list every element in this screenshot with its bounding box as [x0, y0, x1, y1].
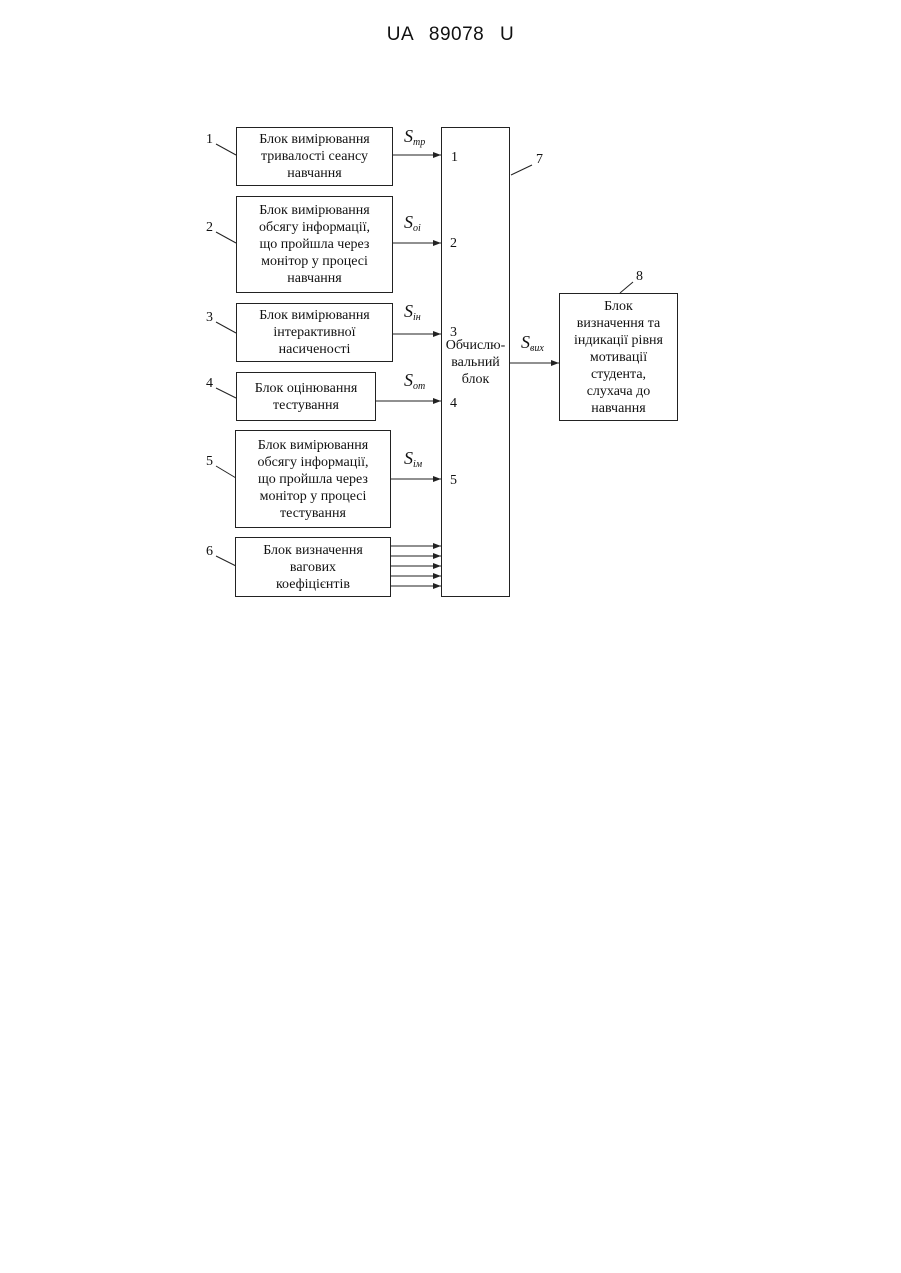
- block-weight-coefficients: Блок визначення вагових коефіцієнтів: [235, 537, 391, 597]
- block-info-volume-testing: Блок вимірювання обсягу інформації, що п…: [235, 430, 391, 528]
- port-number-2: 2: [450, 236, 457, 252]
- port-number-3: 3: [450, 325, 457, 341]
- block-computing: Обчислю- вальний блок: [441, 127, 510, 597]
- leader-line-8: [620, 282, 633, 293]
- leader-line-2: [216, 232, 236, 243]
- port-number-5: 5: [450, 473, 457, 489]
- block-test-evaluation: Блок оцінювання тестування: [236, 372, 376, 421]
- leader-line-1: [216, 144, 236, 155]
- block-number-6: 6: [206, 544, 213, 560]
- block-number-7: 7: [536, 152, 543, 168]
- leader-line-4: [216, 388, 236, 398]
- leader-line-3: [216, 322, 236, 333]
- block-number-2: 2: [206, 220, 213, 236]
- port-number-4: 4: [450, 396, 457, 412]
- port-number-1: 1: [451, 150, 458, 166]
- signal-label-s-im: Sім: [404, 448, 422, 470]
- block-number-8: 8: [636, 269, 643, 285]
- signal-label-s-tr: Sтр: [404, 126, 425, 148]
- leader-line-7: [511, 165, 532, 175]
- signal-label-s-out: Sвих: [521, 332, 544, 354]
- block-number-3: 3: [206, 310, 213, 326]
- signal-label-s-in: Sін: [404, 301, 421, 323]
- block-number-5: 5: [206, 454, 213, 470]
- block-interactive-saturation: Блок вимірювання інтерактивної насиченос…: [236, 303, 393, 362]
- block-number-1: 1: [206, 132, 213, 148]
- block-motivation-indication: Блок визначення та індикації рівня мотив…: [559, 293, 678, 421]
- signal-label-s-oi: Sоі: [404, 212, 421, 234]
- block-info-volume-learning: Блок вимірювання обсягу інформації, що п…: [236, 196, 393, 293]
- leader-line-6: [216, 556, 236, 566]
- leader-line-5: [216, 466, 236, 478]
- block-session-duration: Блок вимірювання тривалості сеансу навча…: [236, 127, 393, 186]
- block-number-4: 4: [206, 376, 213, 392]
- signal-label-s-ot: Sот: [404, 370, 425, 392]
